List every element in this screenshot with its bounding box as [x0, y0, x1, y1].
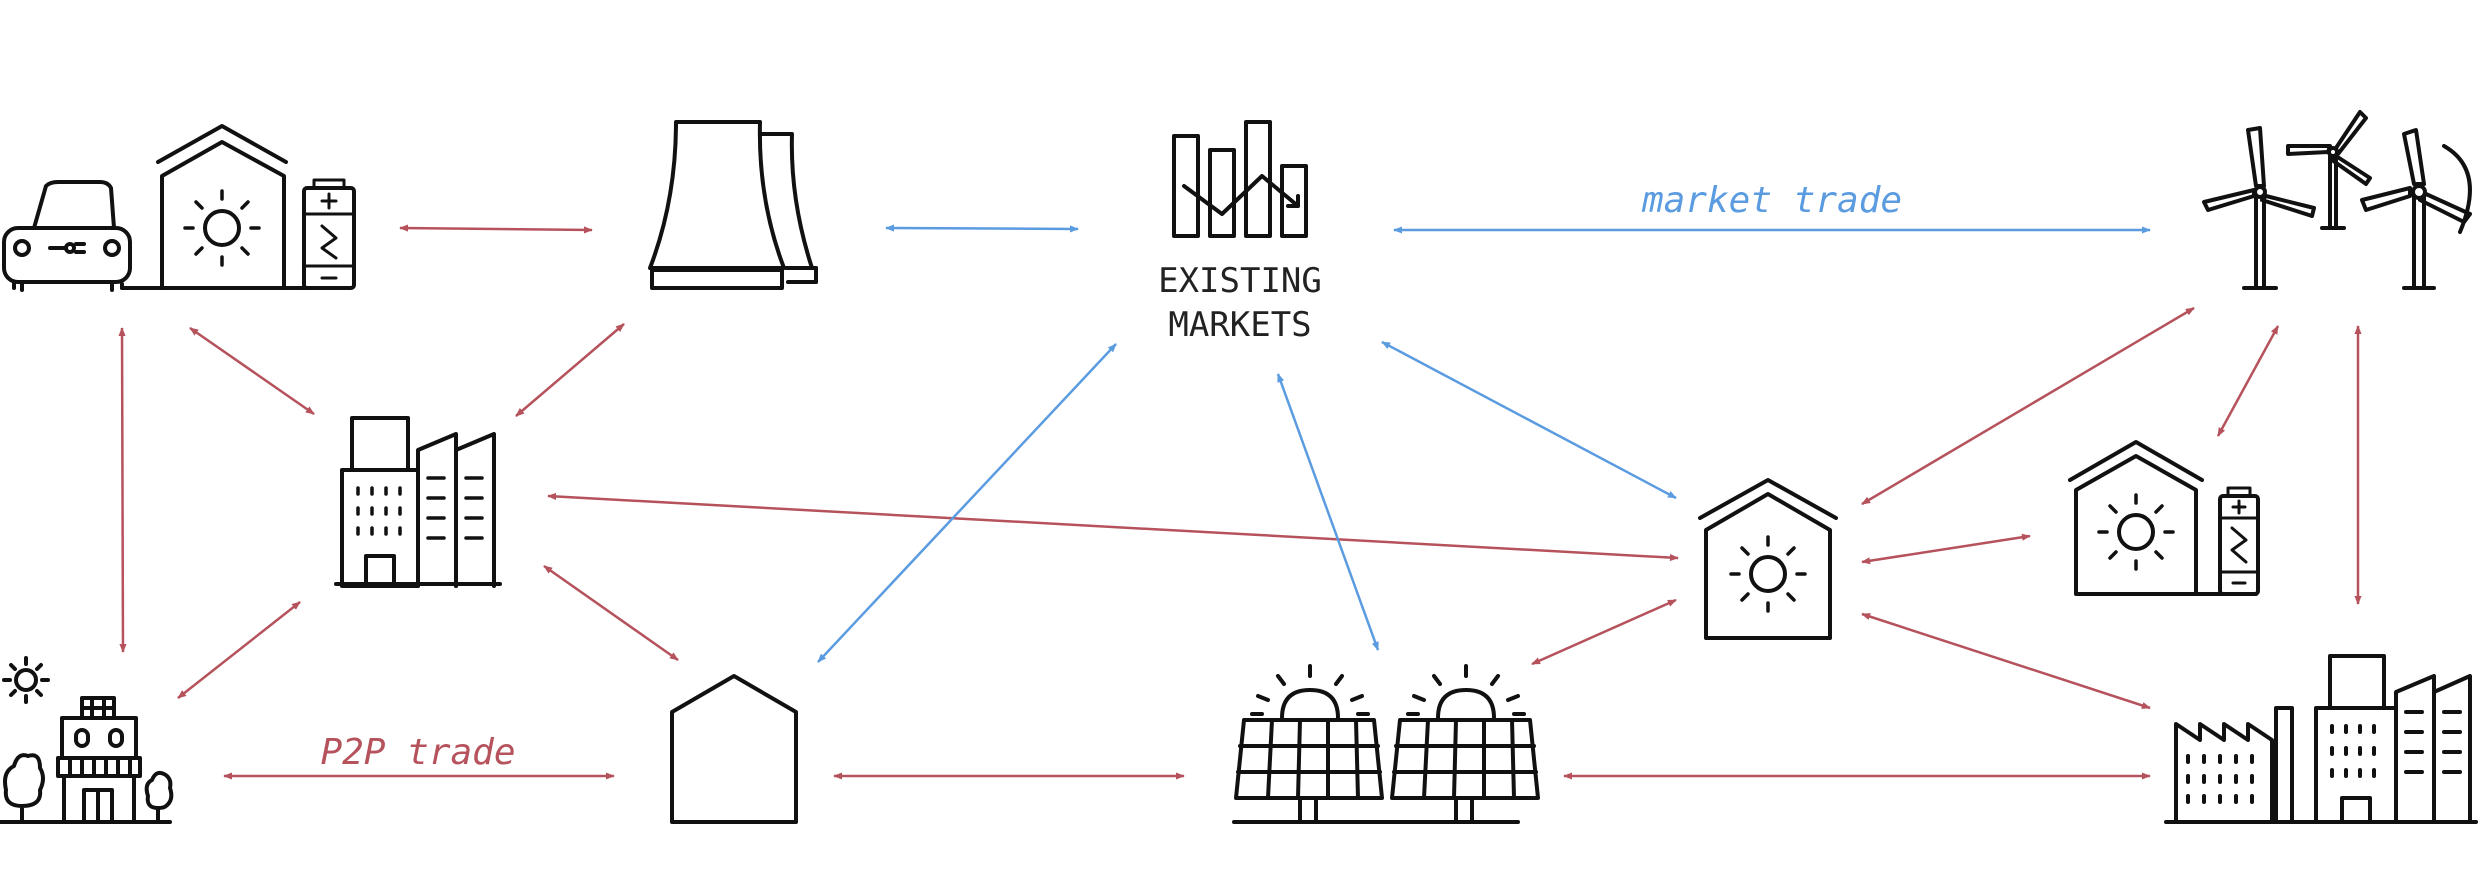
p2p-arrow — [547, 492, 1679, 562]
solar-house-battery-icon — [2068, 440, 2260, 596]
p2p-arrow — [2216, 325, 2280, 437]
market-chart-icon — [1172, 120, 1308, 238]
shop-icon — [56, 696, 142, 824]
market-arrows — [817, 224, 2151, 663]
market-trade-label: market trade — [1641, 180, 1902, 221]
market-arrow — [885, 224, 1079, 233]
market-arrow — [1276, 373, 1380, 651]
solar-house-icon — [156, 124, 288, 290]
p2p-arrow — [177, 601, 301, 699]
p2p-arrow — [1861, 612, 2151, 710]
wind-turbines-icon — [2202, 110, 2472, 290]
market-arrow — [817, 343, 1117, 663]
p2p-trade-label: P2P trade — [320, 732, 515, 773]
solar-panels-icon — [1232, 664, 1540, 824]
p2p-arrow — [189, 326, 315, 416]
existing-markets-label-line2: MARKETS — [1168, 305, 1311, 345]
battery-icon — [302, 178, 356, 290]
trees-icon — [0, 753, 174, 824]
electric-car-icon — [2, 180, 312, 292]
p2p-arrow — [515, 323, 625, 417]
office-building-icon — [334, 416, 502, 588]
p2p-arrow — [1531, 598, 1677, 666]
sun-icon — [2, 656, 50, 704]
p2p-arrow — [543, 564, 679, 662]
factory-icon — [2164, 654, 2478, 824]
p2p-arrow — [118, 327, 127, 653]
p2p-arrow — [1861, 533, 2031, 565]
p2p-arrow — [399, 224, 593, 234]
cooling-tower-icon — [648, 120, 818, 290]
market-arrow — [1381, 340, 1677, 500]
plain-house-icon — [670, 674, 798, 824]
existing-markets-label-line1: EXISTING — [1158, 261, 1322, 301]
p2p-arrow — [1861, 306, 2195, 506]
solar-house-center-icon — [1698, 478, 1838, 640]
